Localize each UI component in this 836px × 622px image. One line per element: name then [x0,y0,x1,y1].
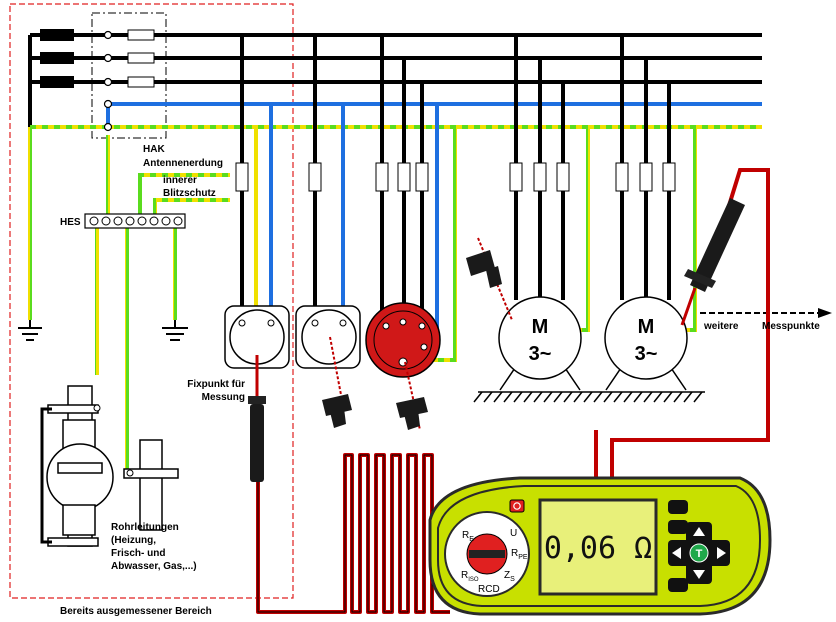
ground-hatch [473,391,705,403]
plug-cee [396,361,428,431]
ground-symbol-hes [162,320,188,341]
label-blitzschutz: Blitzschutz [163,188,216,199]
function-button-2[interactable] [668,520,688,534]
test-lead-left [256,420,450,614]
label-rohr-2: (Heizung, [111,535,156,546]
plug-motor-1 [466,237,513,321]
hes-wiring [95,135,230,470]
dial-re: RE [462,530,474,543]
hak-fuses [127,29,155,88]
label-fixpunkt-1: Fixpunkt für [187,379,245,390]
dial-rcd: RCD [478,584,500,595]
label-antennenerdung: Antennenerdung [143,158,223,169]
ground-symbol-left [18,320,42,341]
measured-area-border [9,3,294,599]
test-lead-left-inner [257,420,450,613]
label-hes: HES [60,217,81,228]
motor-1 [498,296,582,391]
label-hak: HAK [143,144,165,155]
hes-busbar [84,213,186,229]
motor-2-label: M [638,316,655,338]
label-bereits: Bereits ausgemessener Bereich [60,606,212,617]
dial-rpe: RPE [511,548,528,561]
dial-u: U [510,528,517,539]
label-rohr-4: Abwasser, Gas,...) [111,561,197,572]
hak-terminals [103,30,113,87]
meter-display [538,498,658,596]
main-fuses [40,29,74,88]
motor-2 [604,296,688,391]
meter-reading: 0,06 Ω [544,531,652,566]
probe-left [248,355,266,482]
motor-1-wiring [514,35,590,332]
socket-1 [224,305,290,369]
dial-zs: ZS [504,570,515,583]
dial-riso: RISO [461,570,479,583]
motor-1-sub: 3~ [529,343,552,365]
function-button-1[interactable] [668,500,688,514]
pe-conductor [28,125,762,320]
hak-box [91,12,167,139]
label-innerer: innerer [163,175,197,186]
navigation-pad[interactable] [668,522,730,584]
label-fixpunkt-2: Messung [202,392,245,403]
function-button-3[interactable] [668,578,688,592]
motor-1-label: M [532,316,549,338]
power-button[interactable] [509,499,525,513]
label-rohr-3: Frisch- und [111,548,165,559]
test-lead-meter [594,168,770,478]
test-button-label: T [696,548,703,560]
installation-tester [428,476,772,616]
cee-socket [365,302,441,378]
neutral-conductor [34,102,762,129]
motor-2-wiring [620,35,697,332]
label-messpunkte: Messpunkte [762,321,820,332]
plug-socket-2 [322,336,352,428]
motor-2-sub: 3~ [635,343,658,365]
pipe [123,439,179,531]
further-points-arrow [700,308,832,318]
label-weitere: weitere [703,321,739,332]
label-rohr-1: Rohrleitungen [111,522,179,533]
probe-right [680,198,745,326]
water-meter [40,385,114,547]
socket-2 [295,305,361,369]
